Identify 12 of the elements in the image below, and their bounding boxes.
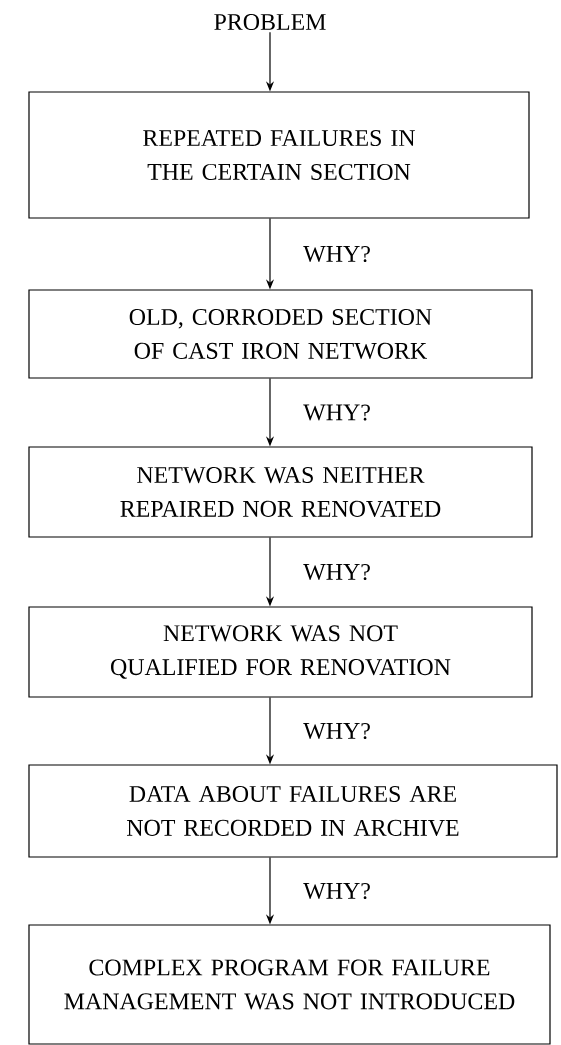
process-box: NETWORK WAS NEITHER REPAIRED NOR RENOVATED	[28, 446, 533, 538]
edge-label: WHY?	[302, 881, 372, 901]
edge-label: WHY?	[302, 244, 372, 264]
edge-label: WHY?	[302, 403, 372, 422]
edge-label: WHY?	[302, 562, 372, 582]
process-box: DATA ABOUT FAILURES ARE NOT RECORDED IN ARCHIVE	[28, 764, 558, 858]
problem-label: PROBLEM	[214, 13, 326, 31]
process-box: OLD, CORRODED SECTION OF CAST IRON NETWORK	[28, 289, 533, 379]
process-box: REPEATED FAILURES IN THE CERTAIN SECTION	[28, 91, 530, 219]
process-box: COMPLEX PROGRAM FOR FAILURE MANAGEMENT WAS NOT INTRODUCED	[28, 924, 551, 1045]
edge-label: WHY?	[302, 721, 372, 741]
process-box: NETWORK WAS NOT QUALIFIED FOR RENOVATION	[28, 606, 533, 698]
